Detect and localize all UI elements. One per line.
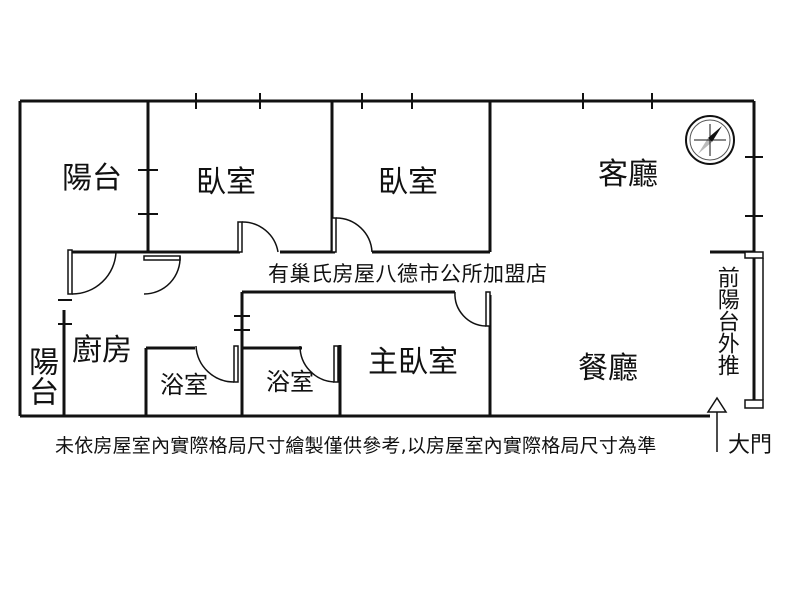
bathroom-2-label: 浴室 [266,368,314,396]
bathroom-1-label: 浴室 [160,371,208,399]
balcony-top-left-label: 陽台 [62,161,122,196]
entrance-label: 大門 [728,433,773,458]
kitchen-label: 廚房 [72,333,132,368]
master-bedroom-label: 主臥室 [368,345,458,380]
doors [67,217,764,409]
living-room-label: 客廳 [598,157,658,192]
front-balcony-label: 前陽台外推 [713,266,739,376]
window-markers [58,93,763,331]
compass-icon [685,115,735,165]
bedroom-2-label: 臥室 [378,165,438,200]
balcony-bottom-left-label: 陽台 [23,346,58,406]
up-arrow-icon [706,396,728,452]
disclaimer-text: 未依房屋室內實際格局尺寸繪製僅供參考,以房屋室內實際格局尺寸為準 [55,435,657,457]
bedroom-1-label: 臥室 [196,165,256,200]
dining-room-label: 餐廳 [578,351,638,386]
walls [18,99,756,418]
agency-watermark: 有巢氏房屋八德市公所加盟店 [268,262,548,286]
